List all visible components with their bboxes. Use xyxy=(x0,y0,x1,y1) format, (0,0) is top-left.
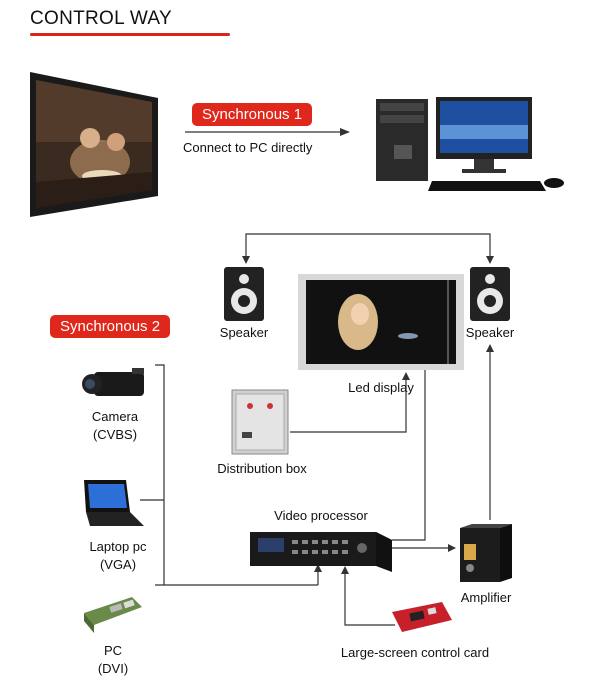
title-underline xyxy=(30,33,230,36)
input-bus xyxy=(155,364,165,586)
laptop-name: Laptop pc xyxy=(89,539,147,554)
page-title: CONTROL WAY xyxy=(30,8,172,29)
control-card-icon xyxy=(392,602,452,632)
led-display-label: Led display xyxy=(348,380,414,395)
control-card-label: Large-screen control card xyxy=(340,645,490,660)
led-display-icon xyxy=(298,274,464,370)
pc-name: PC xyxy=(103,643,123,658)
speaker-icon xyxy=(224,267,264,321)
distribution-box-icon xyxy=(231,389,289,455)
camera-name: Camera xyxy=(91,409,139,424)
sync2-badge: Synchronous 2 xyxy=(50,315,171,338)
camera-port: (CVBS) xyxy=(92,427,138,442)
laptop-port: (VGA) xyxy=(99,557,137,572)
speaker-left-label: Speaker xyxy=(219,325,269,340)
distribution-box-label: Distribution box xyxy=(217,461,307,476)
speaker-bracket xyxy=(245,233,491,258)
desktop-pc-icon xyxy=(376,97,564,191)
pc-label: PC (DVI) xyxy=(68,642,158,678)
video-processor-icon xyxy=(250,532,392,572)
laptop-label: Laptop pc (VGA) xyxy=(68,538,168,574)
pc-port: (DVI) xyxy=(97,661,129,676)
pc-card-icon xyxy=(84,597,142,633)
laptop-icon xyxy=(84,480,144,526)
speaker-right-label: Speaker xyxy=(465,325,515,340)
amplifier-label: Amplifier xyxy=(460,590,512,605)
amplifier-icon xyxy=(460,524,512,582)
camera-label: Camera (CVBS) xyxy=(70,408,160,444)
video-processor-label: Video processor xyxy=(274,508,368,523)
sync1-badge: Synchronous 1 xyxy=(192,103,313,126)
camera-icon xyxy=(82,368,144,396)
sync1-caption: Connect to PC directly xyxy=(183,140,313,155)
speaker-icon xyxy=(470,267,510,321)
led-wall-icon xyxy=(30,72,158,217)
